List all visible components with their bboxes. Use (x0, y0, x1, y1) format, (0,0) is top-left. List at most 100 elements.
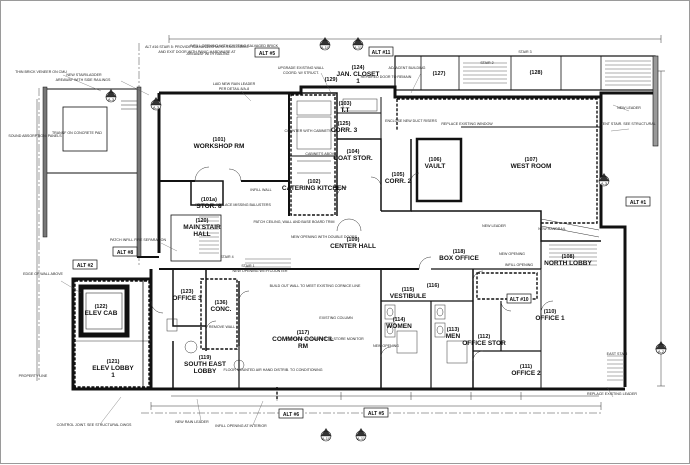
room-label: (127) (433, 71, 446, 77)
room-label: (106)VAULT (425, 157, 446, 170)
alt-tag-label: ALT #5 (259, 51, 276, 57)
room-label: (101)WORKSHOP RM (194, 137, 245, 150)
annotation-note: TRANSF ON CONCRETE PAD (52, 131, 102, 135)
room-label: (116) (427, 283, 440, 289)
room-number: (112) (478, 334, 491, 340)
annotation-note: FLOOR MOUNTED AIR HAND DISTRIB. TO CONDI… (223, 368, 322, 372)
room-number: (113) (447, 327, 460, 333)
room-label: (102)CATERING KITCHEN (282, 179, 346, 192)
room-label: (112)OFFICE STOR (462, 334, 506, 347)
section-marker-label: A-3 (108, 97, 115, 102)
room-number: (101a) (201, 197, 217, 203)
leader-lines (60, 72, 630, 426)
section-marker-label: A-3 (601, 181, 608, 186)
section-marker: A-11 (352, 37, 364, 51)
room-number: (105) (392, 172, 405, 178)
room-label: (128) (530, 70, 543, 76)
annotation-note: AREAWAY WITH SIDE RAILINGS (56, 78, 111, 82)
annotation-note: NEW LEADER (617, 106, 641, 110)
room-number: (110) (544, 309, 557, 315)
room-label: (118)BOX OFFICE (439, 249, 479, 262)
room-number: (119) (199, 355, 212, 361)
room-name: VESTIBULE (390, 293, 427, 300)
room-name: CORR. 3 (331, 127, 358, 134)
room-label: (104)COAT STOR. (333, 149, 373, 162)
section-marker: A-2 (655, 341, 667, 355)
room-label: (125)CORR. 3 (331, 121, 358, 134)
room-label: (109)CENTER HALL (330, 237, 376, 250)
fixtures (166, 98, 468, 371)
room-name: BOX OFFICE (439, 255, 479, 262)
room-name: COAT STOR. (333, 155, 373, 162)
section-marker: A-11 (355, 428, 367, 442)
room-label: (105)CORR. 2 (385, 172, 412, 185)
section-marker: A-3 (105, 89, 117, 103)
section-marker: A-10 (319, 37, 331, 51)
alt-tag-label: ALT #5 (368, 411, 385, 417)
room-label: (115)VESTIBULE (390, 287, 427, 300)
room-name: CONC. (211, 306, 232, 313)
section-marker-label: A-2 (658, 349, 665, 354)
room-label: (108)NORTH LOBBY (544, 254, 592, 267)
room-label: (136)CONC. (211, 300, 232, 313)
alt-tag-label: ALT #10 (509, 297, 528, 303)
room-number: (129) (325, 77, 338, 83)
annotation-note: VENT STAIR. SEE STRUCTURAL (600, 122, 655, 126)
section-marker-label: A-3 (153, 105, 160, 110)
alt-tag: ALT #10 (506, 293, 532, 304)
room-number: (102) (308, 179, 321, 185)
handrails (540, 218, 600, 238)
annotation-note: PATCH CEILING, WALL AND BASE BOARD TRIM (253, 220, 334, 224)
room-number: (128) (530, 70, 543, 76)
room-number: (104) (347, 149, 360, 155)
room-number: (124) (352, 65, 365, 71)
room-name: NORTH LOBBY (544, 260, 592, 267)
room-name: CENTER HALL (330, 243, 376, 250)
alternate-boundaries (74, 94, 598, 401)
room-name: CATERING KITCHEN (282, 185, 346, 192)
room-number: (103) (339, 101, 352, 107)
annotation-note: NEW OPENING (499, 252, 525, 256)
annotation-note: STAIR 1 (241, 264, 254, 268)
section-marker-label: A-11 (354, 45, 363, 50)
annotation-note: INFILL OPENING (505, 263, 533, 267)
north-annex (394, 55, 659, 147)
alt-tag: ALT #6 (278, 408, 304, 419)
door-swings (150, 166, 554, 362)
room-number: (127) (433, 71, 446, 77)
room-number: (109) (347, 237, 360, 243)
annotation-note: INFILL WALL (250, 188, 271, 192)
annotation-note: REPAIR OR REPLACE MISSING BALUSTERS (195, 203, 271, 207)
room-name: VAULT (425, 163, 446, 170)
room-name: OFFICE 3 (172, 295, 202, 302)
annotation-note: SOUND ABSORPTION: PANELS (8, 134, 62, 138)
annotation-note: REPAIRED DOOR TO REMAIN (361, 75, 412, 79)
room-name: STOR. 8 (196, 203, 222, 210)
room-name: OFFICE 1 (535, 315, 565, 322)
room-label: (110)OFFICE 1 (535, 309, 565, 322)
alt-tag: ALT #1 (625, 196, 651, 207)
main-stair (170, 214, 623, 381)
elevator-core (71, 277, 153, 391)
room-name: OFFICE STOR (462, 340, 506, 347)
room-name: WEST ROOM (511, 163, 552, 170)
room-label: (111)OFFICE 2 (511, 364, 541, 377)
section-marker-label: A-10 (322, 436, 331, 441)
room-label: (103)T.T (339, 101, 352, 114)
room-name: OFFICE 2 (511, 370, 541, 377)
annotation-note: COORD. W/ STRUCT. (283, 71, 319, 75)
room-name: T.T (340, 107, 349, 114)
section-marker: A-3 (150, 97, 162, 111)
section-marker: A-10 (320, 428, 332, 442)
annotation-note: CABINETS ABOVE (305, 152, 337, 156)
annotation-note: LAID NEW RAIN LEADER (213, 82, 256, 86)
alt-tag-label: ALT #2 (77, 263, 94, 269)
alt-tag: ALT #2 (72, 259, 98, 270)
